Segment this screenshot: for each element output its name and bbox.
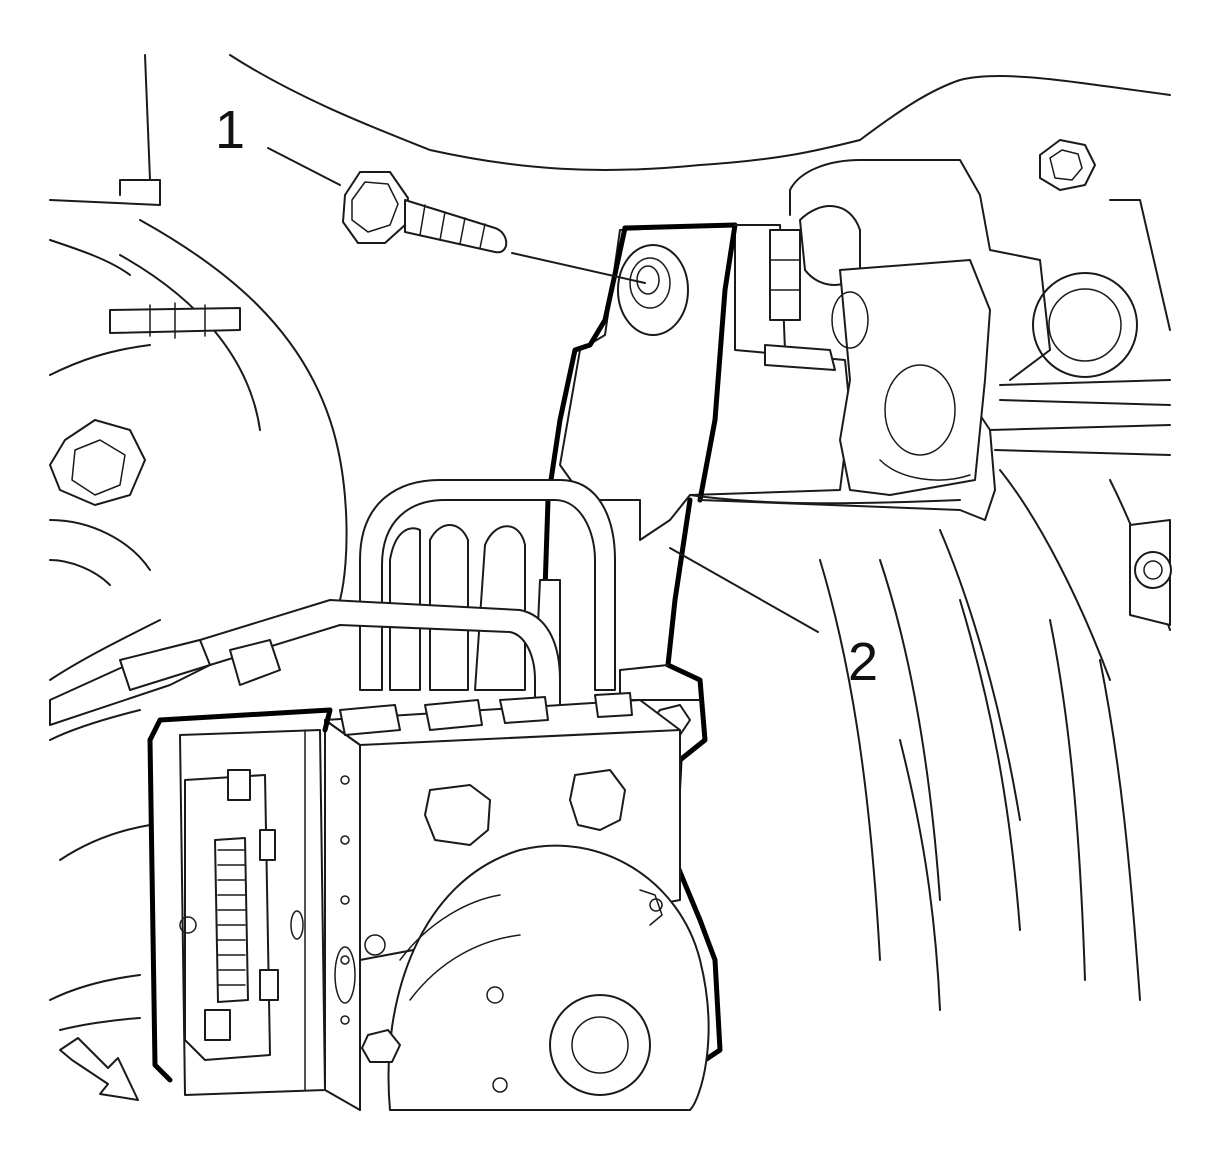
callout-1: 1: [215, 100, 245, 160]
brake-pipes: [49, 479, 671, 851]
callout-2: 2: [848, 632, 878, 692]
leader-lines: [267, 147, 819, 633]
engine-background: [49, 54, 1172, 1031]
mounting-bolt: [342, 171, 508, 254]
control-module: [147, 707, 333, 1096]
forward-arrow-icon: [59, 1037, 139, 1101]
abs-modulator: [324, 692, 710, 1111]
